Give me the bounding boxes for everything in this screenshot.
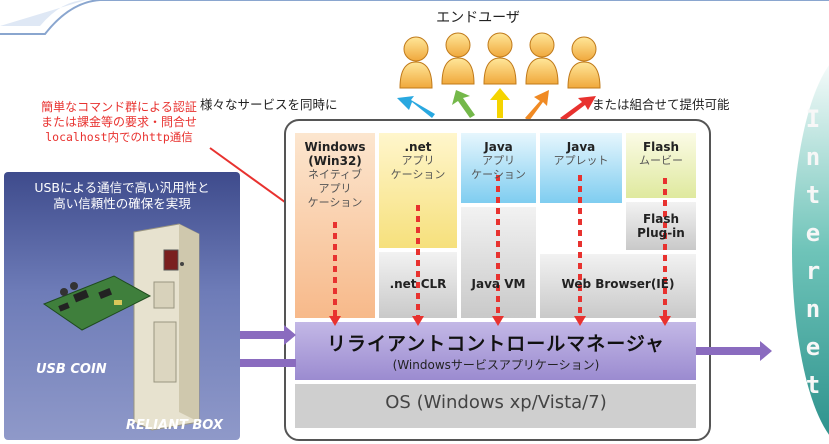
arrow-yellow-icon — [490, 88, 510, 118]
flash-movie-title: Flash — [642, 140, 680, 154]
windows-app-title: Windows — [304, 140, 366, 154]
arrow-into-manager-icon — [226, 325, 296, 345]
flash-plugin-box — [626, 202, 696, 250]
usb-coin-board-image — [42, 275, 152, 331]
services-combined-label: または組合せて提供可能 — [592, 97, 730, 112]
flash-plugin: Flash Plug-in — [626, 212, 696, 240]
manager-title: リライアントコントロールマネージャ — [327, 333, 665, 355]
service-arrows — [397, 88, 596, 121]
auth-note-line: localhost内でのhttp通信 — [45, 130, 193, 144]
decorative-curve — [0, 0, 829, 35]
internet-letter: n — [805, 143, 821, 171]
internet-letter: e — [805, 333, 821, 361]
java-app-title: Java — [484, 140, 513, 154]
internet-letter: t — [805, 371, 821, 399]
user-icon — [567, 36, 601, 89]
dashed-arrowheads — [329, 316, 671, 326]
dotnet-app-sub: アプリ — [401, 154, 435, 167]
arrow-cyan-icon — [397, 96, 435, 118]
internet-label: I n t e r n e t — [798, 100, 828, 404]
dotnet-app: .net アプリ ケーション — [379, 140, 457, 182]
usb-title-line: USBによる通信で高い汎用性と — [34, 180, 210, 195]
usb-coin-label: USB COIN — [36, 362, 107, 377]
dotnet-app-sub: ケーション — [390, 168, 446, 181]
java-applet-title: Java — [566, 140, 596, 154]
flash-movie-sub: ムービー — [639, 154, 683, 167]
java-applet-sub: アプレット — [553, 154, 609, 167]
auth-note-line: 簡単なコマンド群による認証 — [41, 100, 197, 114]
os-box — [295, 384, 696, 428]
arrow-to-internet-icon — [696, 341, 772, 361]
windows-app-title2: (Win32) — [308, 154, 362, 168]
services-concurrent-label: 様々なサービスを同時に — [200, 97, 338, 112]
web-browser-label: Web Browser(IE) — [561, 277, 675, 291]
flash-movie-box — [626, 133, 696, 198]
purple-arrows — [226, 325, 772, 373]
java-applet: Java アプレット — [540, 140, 622, 168]
arrow-green-icon — [452, 90, 475, 118]
decorative-fill — [0, 0, 86, 26]
internet-letter: r — [805, 257, 821, 285]
end-users-title: エンドユーザ — [436, 10, 520, 26]
internet-shape — [792, 65, 829, 435]
arrow-orange-icon — [525, 90, 549, 121]
windows-app-sub: ネイティブ — [307, 168, 363, 181]
windows-app: Windows (Win32) ネイティブ アプリ ケーション — [295, 140, 375, 210]
flash-plugin-title: Plug-in — [637, 226, 685, 240]
java-app-sub: ケーション — [471, 168, 526, 181]
usb-panel-title: USBによる通信で高い汎用性と 高い信頼性の確保を実現 — [10, 180, 234, 212]
hardware-illustration — [42, 223, 200, 431]
user-icon — [441, 32, 475, 85]
reliant-box-label: RELIANT BOX — [126, 418, 223, 433]
java-app: Java アプリ ケーション — [461, 140, 536, 182]
internet-letter: I — [805, 105, 821, 133]
web-browser-box — [540, 254, 696, 318]
windows-app-sub: アプリ — [318, 182, 352, 195]
end-user-icons — [399, 32, 601, 89]
user-icon — [399, 36, 433, 89]
usb-panel — [4, 172, 240, 440]
os-label: OS (Windows xp/Vista/7) — [385, 392, 607, 413]
arrow-out-of-manager-icon — [226, 353, 296, 373]
internet-letter: e — [805, 219, 821, 247]
internet-letter: t — [805, 181, 821, 209]
dotnet-app-title: .net — [404, 140, 432, 154]
usb-title-line: 高い信頼性の確保を実現 — [53, 196, 191, 211]
flash-plugin-title: Flash — [642, 212, 680, 226]
auth-note: 簡単なコマンド群による認証 または課金等の要求・問合せ localhost内での… — [0, 100, 238, 145]
java-app-sub: アプリ — [482, 154, 515, 167]
net-clr-label: .net CLR — [389, 277, 447, 291]
user-icon — [483, 32, 517, 85]
manager-box — [295, 322, 696, 380]
user-icon — [525, 32, 559, 85]
flash-movie: Flash ムービー — [626, 140, 696, 168]
internet-letter: n — [805, 295, 821, 323]
dashed-connectors — [333, 175, 667, 318]
java-vm-label: Java VM — [471, 277, 526, 291]
windows-app-sub: ケーション — [307, 196, 363, 209]
manager-subtitle: (Windowsサービスアプリケーション) — [392, 358, 600, 372]
arrow-red-icon — [560, 96, 596, 121]
auth-note-line: または課金等の要求・問合せ — [40, 115, 197, 129]
reliant-box-image — [133, 223, 200, 431]
